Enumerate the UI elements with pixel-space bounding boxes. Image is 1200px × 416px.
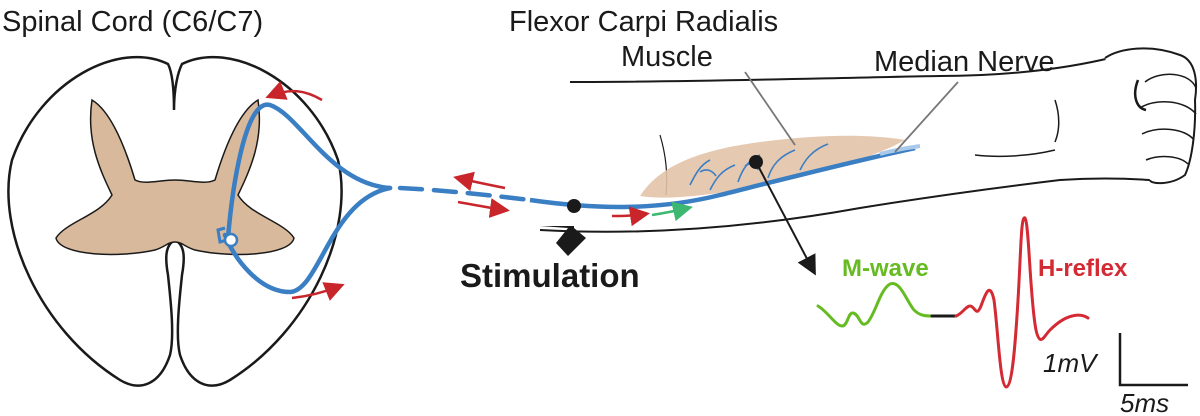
h-reflex-label: H-reflex — [1038, 255, 1128, 282]
scale-amplitude-label: 1mV — [1043, 348, 1099, 378]
stimulation-electrode — [540, 199, 586, 256]
conduction-arrows — [265, 81, 693, 301]
nerve-efferent-loop — [222, 185, 393, 295]
forearm — [539, 47, 1198, 233]
nerve-afferent-loop — [225, 102, 393, 241]
forearm-crease — [974, 149, 1056, 158]
nerve-main-trunk — [529, 145, 916, 210]
recording-electrode — [749, 155, 816, 276]
muscle-label-line2: Muscle — [621, 41, 713, 73]
muscle-pointer-line — [744, 71, 796, 146]
recording-lead — [755, 161, 816, 276]
label-pointers — [744, 71, 959, 153]
muscle-label-line1: Flexor Carpi Radialis — [509, 6, 778, 38]
median-nerve-path — [222, 102, 916, 295]
scale-bar — [1118, 333, 1188, 387]
h-reflex-trace — [954, 216, 1090, 389]
motor-neuron-synapse — [216, 226, 228, 244]
nerve-label: Median Nerve — [874, 46, 1055, 78]
efferent-arrow-left — [457, 198, 510, 218]
efferent-arrow-right — [651, 201, 693, 222]
m-wave-trace — [816, 282, 934, 328]
efferent-arrow-cord-bottom — [291, 282, 345, 301]
grey-matter — [55, 98, 295, 256]
electrode-dot-icon — [567, 199, 581, 213]
nerve-fade-end — [879, 144, 921, 156]
spinal-cord-section — [7, 55, 343, 387]
forearm-outline-bottom — [539, 177, 1151, 233]
afferent-arrow-cord-top — [265, 81, 323, 102]
stimulation-label: Stimulation — [460, 257, 640, 294]
nerve-dashed-segment — [397, 185, 533, 203]
afferent-arrow-left — [453, 171, 506, 192]
hand-fist — [1104, 47, 1198, 185]
scale-time-label: 5ms — [1120, 388, 1169, 416]
afferent-arrow-right — [611, 206, 650, 227]
spinal-cord-label: Spinal Cord (C6/C7) — [2, 6, 263, 38]
motor-neuron-body — [223, 232, 239, 248]
wrist-crease — [1054, 99, 1060, 143]
emg-trace — [816, 216, 1090, 389]
m-wave-label: M-wave — [842, 255, 929, 282]
nerve-pointer-line — [894, 81, 959, 153]
lightning-bolt-icon — [540, 213, 586, 256]
scale-bar-lines — [1118, 333, 1188, 387]
forearm-outline-top — [569, 57, 1111, 83]
